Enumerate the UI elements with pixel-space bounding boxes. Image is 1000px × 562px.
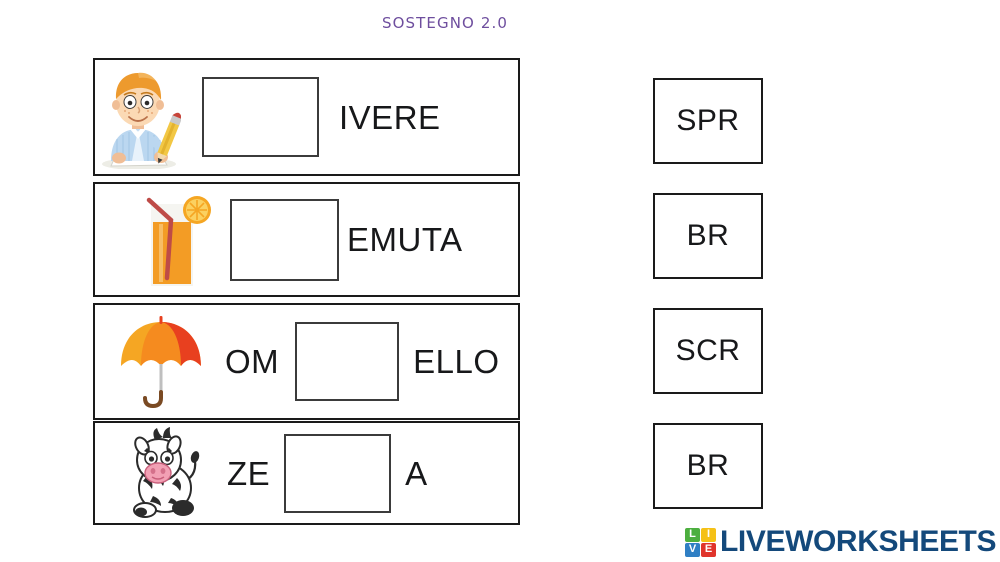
- logo-tile-e: E: [701, 542, 716, 557]
- exercise-row-2: EMUTA: [93, 182, 520, 297]
- drop-box-row-3[interactable]: [295, 322, 400, 401]
- orange-juice-glass-icon: [137, 190, 211, 290]
- exercise-row-4: ZE A: [93, 421, 520, 525]
- logo-letter-tiles: L I V E: [685, 527, 716, 557]
- answer-bank: SPR BR SCR BR: [653, 78, 763, 538]
- answer-tile-4[interactable]: BR: [653, 423, 763, 509]
- logo-wordmark: LIVEWORKSHEETS: [720, 525, 997, 558]
- drop-box-row-2[interactable]: [230, 198, 339, 281]
- row-4-prefix-text: ZE: [227, 454, 271, 492]
- row-1-suffix-text: IVERE: [339, 98, 441, 136]
- row-3-suffix-text: ELLO: [413, 343, 500, 380]
- zebra-icon: [125, 426, 209, 520]
- logo-tile-i: I: [701, 527, 716, 542]
- logo-tile-v: V: [685, 542, 700, 557]
- logo-tile-l: L: [685, 527, 700, 542]
- exercise-rows: IVERE: [93, 58, 520, 525]
- liveworksheets-logo: L I V E LIVEWORKSHEETS: [685, 527, 996, 557]
- exercise-row-1: IVERE: [93, 58, 520, 176]
- worksheet-title: SOSTEGNO 2.0: [382, 14, 508, 32]
- answer-tile-3[interactable]: SCR: [653, 308, 763, 394]
- row-3-prefix-text: OM: [225, 343, 280, 380]
- umbrella-icon: [115, 314, 207, 410]
- answer-tile-2[interactable]: BR: [653, 193, 763, 279]
- row-4-suffix-text: A: [405, 454, 428, 492]
- row-2-suffix-text: EMUTA: [347, 221, 463, 258]
- drop-box-row-1[interactable]: [202, 77, 319, 157]
- exercise-row-3: OM ELLO: [93, 303, 520, 420]
- drop-box-row-4[interactable]: [284, 433, 392, 513]
- answer-tile-1[interactable]: SPR: [653, 78, 763, 164]
- boy-writing-icon: [95, 65, 181, 169]
